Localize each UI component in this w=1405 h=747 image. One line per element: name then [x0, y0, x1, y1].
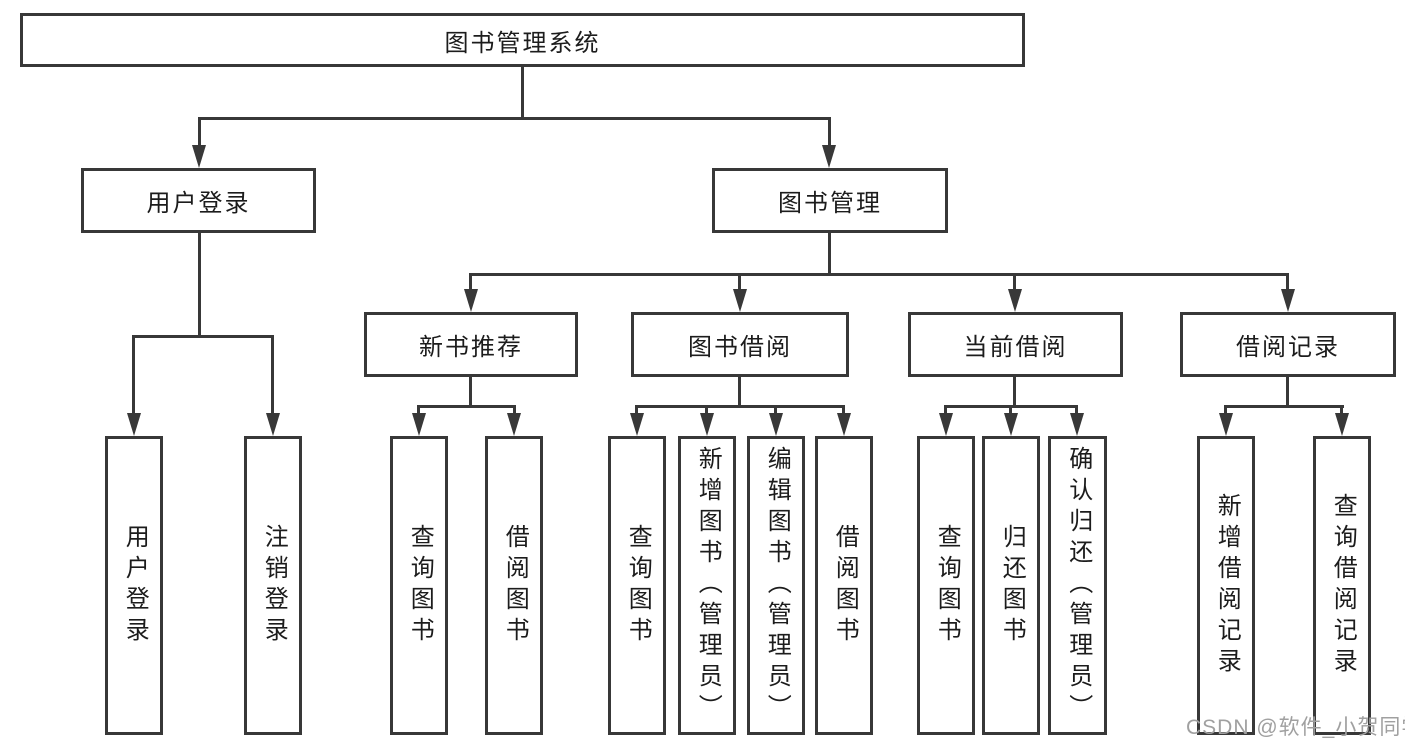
- leaf-query-books-1: 查询图书: [390, 436, 448, 735]
- connector-stub: [1286, 273, 1289, 289]
- node-current-borrow: 当前借阅: [908, 312, 1123, 377]
- leaf-query-books-2: 查询图书: [608, 436, 666, 735]
- connector-level3-rail: [470, 273, 1289, 276]
- csdn-watermark: CSDN @软件_小贺同学: [1186, 716, 1405, 739]
- connector-stub: [705, 405, 708, 413]
- leaf-label: 编辑图书（管理员）: [763, 446, 791, 725]
- connector-stub: [944, 405, 947, 413]
- connector-stub: [132, 335, 135, 413]
- arrow-down-icon: [1004, 413, 1018, 436]
- arrow-down-icon: [1335, 413, 1349, 436]
- node-book-management: 图书管理: [712, 168, 948, 233]
- connector-stub: [1340, 405, 1343, 413]
- connector-stub: [417, 405, 420, 413]
- connector-stub: [774, 405, 777, 413]
- connector-stub: [842, 405, 845, 413]
- leaf-query-books-3: 查询图书: [917, 436, 975, 735]
- arrow-down-icon: [412, 413, 426, 436]
- arrow-down-icon: [266, 413, 280, 436]
- connector-stub: [1224, 405, 1227, 413]
- leaf-borrow-books-1: 借阅图书: [485, 436, 543, 735]
- connector-stub: [271, 335, 274, 413]
- leaf-label: 借阅图书: [501, 523, 529, 648]
- connector-user-login-stem: [198, 117, 201, 146]
- connector-book-mgmt-stem: [828, 117, 831, 146]
- arrow-down-icon: [769, 413, 783, 436]
- leaf-label: 借阅图书: [831, 523, 859, 648]
- connector-group-stem: [1286, 377, 1289, 405]
- leaf-logout: 注销登录: [244, 436, 302, 735]
- leaf-confirm-return-admin: 确认归还（管理员）: [1048, 436, 1107, 735]
- leaf-label: 用户登录: [121, 523, 149, 648]
- arrow-down-icon: [464, 289, 478, 312]
- leaf-query-borrow-record: 查询借阅记录: [1313, 436, 1371, 735]
- node-borrow-record: 借阅记录: [1180, 312, 1396, 377]
- node-new-book-recommend: 新书推荐: [364, 312, 578, 377]
- leaf-label: 查询借阅记录: [1329, 492, 1357, 679]
- leaf-label: 查询图书: [933, 523, 961, 648]
- arrow-down-icon: [1070, 413, 1084, 436]
- arrow-down-icon: [192, 145, 206, 168]
- connector-stub: [635, 405, 638, 413]
- connector-stub: [1075, 405, 1078, 413]
- connector-group-stem: [738, 377, 741, 405]
- leaf-user-login: 用户登录: [105, 436, 163, 735]
- leaf-return-books: 归还图书: [982, 436, 1040, 735]
- leaf-label: 新增借阅记录: [1213, 492, 1241, 679]
- connector-user-login-rail: [133, 335, 274, 338]
- connector-group-rail: [1225, 405, 1344, 408]
- arrow-down-icon: [837, 413, 851, 436]
- node-book-borrow: 图书借阅: [631, 312, 849, 377]
- connector-user-login-down: [198, 233, 201, 335]
- arrow-down-icon: [733, 289, 747, 312]
- connector-root-stem: [521, 67, 524, 118]
- leaf-label: 新增图书（管理员）: [694, 446, 722, 725]
- connector-group-stem: [469, 377, 472, 405]
- connector-group-rail: [636, 405, 845, 408]
- leaf-borrow-books-2: 借阅图书: [815, 436, 873, 735]
- arrow-down-icon: [127, 413, 141, 436]
- arrow-down-icon: [630, 413, 644, 436]
- leaf-add-books-admin: 新增图书（管理员）: [678, 436, 736, 735]
- connector-level2-rail: [199, 117, 831, 120]
- connector-group-stem: [1013, 377, 1016, 405]
- node-library-system-root: 图书管理系统: [20, 13, 1025, 67]
- arrow-down-icon: [939, 413, 953, 436]
- connector-stub: [1013, 273, 1016, 289]
- leaf-add-borrow-record: 新增借阅记录: [1197, 436, 1255, 735]
- leaf-edit-books-admin: 编辑图书（管理员）: [747, 436, 805, 735]
- leaf-label: 注销登录: [260, 523, 288, 648]
- connector-stub: [469, 273, 472, 289]
- node-user-login: 用户登录: [81, 168, 316, 233]
- connector-book-mgmt-down: [828, 233, 831, 273]
- leaf-label: 归还图书: [998, 523, 1026, 648]
- connector-stub: [738, 273, 741, 289]
- arrow-down-icon: [507, 413, 521, 436]
- arrow-down-icon: [1008, 289, 1022, 312]
- arrow-down-icon: [700, 413, 714, 436]
- connector-stub: [1009, 405, 1012, 413]
- arrow-down-icon: [1219, 413, 1233, 436]
- leaf-label: 确认归还（管理员）: [1064, 446, 1092, 725]
- leaf-label: 查询图书: [406, 523, 434, 648]
- leaf-label: 查询图书: [624, 523, 652, 648]
- connector-group-rail: [418, 405, 515, 408]
- connector-stub: [513, 405, 516, 413]
- arrow-down-icon: [822, 145, 836, 168]
- arrow-down-icon: [1281, 289, 1295, 312]
